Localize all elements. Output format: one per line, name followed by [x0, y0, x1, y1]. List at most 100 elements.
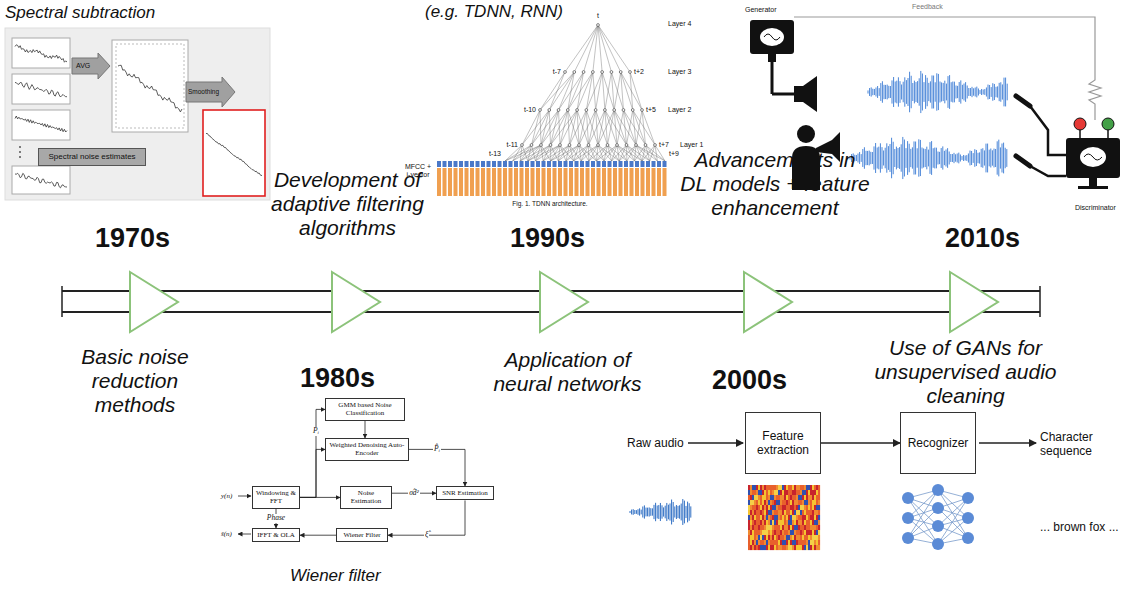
wave-stroke	[901, 84, 902, 99]
spectrogram-cell	[786, 535, 788, 540]
wave-stroke	[690, 506, 691, 517]
spectrogram-cell	[774, 540, 776, 545]
tdnn-link	[535, 145, 541, 161]
milestone-marker	[332, 272, 380, 332]
spectrogram-cell	[770, 530, 772, 535]
feature-bar	[608, 168, 612, 196]
wave-stroke	[686, 506, 687, 518]
spectrogram-cell	[750, 485, 752, 490]
spectrogram-cell	[796, 485, 798, 490]
spectrogram-cell	[814, 485, 816, 490]
spectrogram-cell	[802, 530, 804, 535]
feature-cell	[619, 161, 623, 167]
feature-cell	[597, 161, 601, 167]
spectrogram-cell	[786, 510, 788, 515]
feature-cell	[487, 161, 491, 167]
spectrogram-cell	[750, 515, 752, 520]
spectrogram-cell	[758, 525, 760, 530]
tdnn-link	[574, 145, 579, 161]
tdnn-link	[627, 145, 650, 161]
spectrogram-cell	[782, 490, 784, 495]
spectrogram-cell	[748, 500, 750, 505]
spectrogram-cell	[780, 510, 782, 515]
tdnn-unit	[539, 109, 542, 112]
spectrogram-cell	[752, 500, 754, 505]
spectrogram-cell	[752, 545, 754, 550]
tdnn-unit	[644, 144, 647, 147]
tdnn-unit	[654, 144, 657, 147]
spectrogram-cell	[784, 485, 786, 490]
spectrogram-cell	[776, 485, 778, 490]
spectrogram-cell	[750, 500, 752, 505]
spectrogram-cell	[764, 495, 766, 500]
spectrogram-cell	[778, 540, 780, 545]
wave-stroke	[644, 505, 645, 518]
wave-stroke	[987, 144, 988, 173]
spectrogram-cell	[798, 520, 800, 525]
feature-bar	[591, 168, 595, 196]
spectrogram-cell	[766, 545, 768, 550]
wave-stroke	[933, 76, 934, 109]
spectrogram-cell	[790, 525, 792, 530]
feature-bar	[443, 168, 447, 196]
spectrogram-cell	[774, 530, 776, 535]
text-label: Basic noise reduction methods	[55, 345, 215, 417]
spectrogram-cell	[772, 525, 774, 530]
feature-bar	[454, 168, 458, 196]
wave-stroke	[859, 152, 860, 164]
tdnn-unit	[619, 71, 622, 74]
spectrogram-cell	[772, 515, 774, 520]
feature-cell	[553, 161, 557, 167]
wave-stroke	[923, 148, 924, 167]
spectrogram-cell	[752, 485, 754, 490]
spectrogram-cell	[794, 495, 796, 500]
tdnn-link	[646, 145, 658, 161]
spectrogram-cell	[798, 490, 800, 495]
tdnn-unit	[521, 144, 524, 147]
tdnn-link	[614, 110, 617, 145]
block-box: Spectral noise estimates	[38, 148, 146, 166]
monitor	[1066, 138, 1120, 178]
spectrogram-cell	[762, 525, 764, 530]
text-label: Layer 4	[668, 20, 691, 28]
spectrogram-cell	[762, 530, 764, 535]
tdnn-link	[596, 110, 608, 145]
spectrogram-cell	[758, 520, 760, 525]
feature-bar	[586, 168, 590, 196]
spectrogram-cell	[768, 510, 770, 515]
spectrogram-cell	[776, 545, 778, 550]
wave-stroke	[888, 146, 889, 170]
spectrogram-cell	[812, 510, 814, 515]
spectrogram-cell	[754, 535, 756, 540]
text-label: Wiener filter	[290, 566, 381, 586]
tdnn-unit	[631, 109, 634, 112]
tdnn-unit	[641, 109, 644, 112]
spectrogram-cell	[804, 510, 806, 515]
spectrogram-cell	[802, 505, 804, 510]
spectrogram-cell	[762, 545, 764, 550]
tdnn-link	[598, 25, 621, 72]
spectrogram-cell	[806, 490, 808, 495]
wave-stroke	[926, 147, 927, 170]
spectrogram-cell	[760, 530, 762, 535]
tdnn-link	[577, 110, 588, 145]
spectrogram-cell	[784, 515, 786, 520]
tdnn-link	[568, 72, 584, 110]
text-label: t-13	[489, 150, 501, 158]
spectrogram-cell	[754, 500, 756, 505]
wave-stroke	[670, 503, 671, 520]
spectrogram-cell	[794, 520, 796, 525]
spectrogram-cell	[778, 545, 780, 550]
spectrogram-cell	[770, 525, 772, 530]
spectrogram-cell	[808, 525, 810, 530]
spectrogram-cell	[776, 520, 778, 525]
spectrogram-cell	[788, 505, 790, 510]
wave-stroke	[999, 83, 1000, 101]
feature-cell	[481, 161, 485, 167]
spectrogram-cell	[772, 490, 774, 495]
box-text: SNR Estimation	[442, 489, 488, 497]
spectrogram-cell	[818, 545, 820, 550]
wave-stroke	[877, 86, 878, 98]
spectrogram-cell	[806, 495, 808, 500]
tdnn-link	[588, 145, 589, 161]
